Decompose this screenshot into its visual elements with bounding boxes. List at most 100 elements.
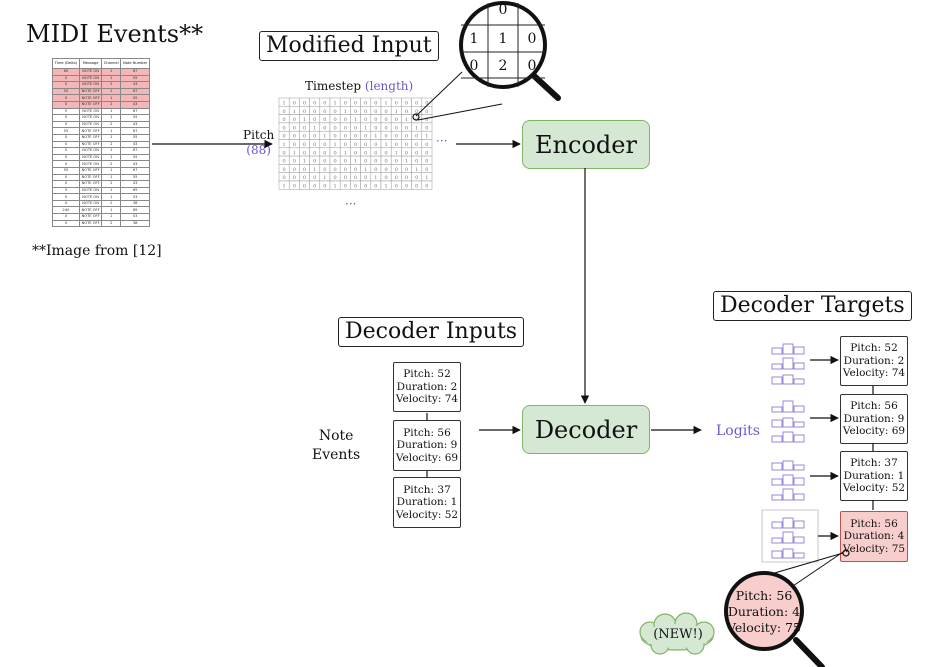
grid-cell-value: 0 xyxy=(283,134,286,140)
grid-cell-value: 1 xyxy=(334,101,337,107)
grid-cell-value: 1 xyxy=(354,159,357,165)
zoom-velocity: Velocity: 75 xyxy=(727,620,801,635)
midi-header-cell: Note Number xyxy=(120,58,150,69)
grid-cell-value: 0 xyxy=(385,175,388,181)
decoder-node: Decoder xyxy=(522,405,650,454)
note-pitch: Pitch: 52 xyxy=(403,368,451,381)
new-badge-label: (NEW!) xyxy=(653,627,703,642)
grid-cell-value: 1 xyxy=(334,142,337,148)
grid-cell-value: 0 xyxy=(303,109,306,115)
logit-bar xyxy=(793,362,805,370)
grid-cell-value: 0 xyxy=(395,101,398,107)
grid-cell-value: 1 xyxy=(385,101,388,107)
grid-cell-value: 1 xyxy=(405,117,408,123)
zoom-pitch: Pitch: 56 xyxy=(735,588,793,603)
grid-cell-value: 0 xyxy=(283,159,286,165)
grid-cell-value: 0 xyxy=(344,159,347,165)
note-pitch: Pitch: 37 xyxy=(403,483,451,496)
grid-cell-value: 0 xyxy=(354,109,357,115)
grid-cell-value: 0 xyxy=(405,109,408,115)
grid-cell-value: 0 xyxy=(374,167,377,173)
note-velocity: Velocity: 74 xyxy=(842,367,906,380)
grid-cell-value: 0 xyxy=(405,150,408,156)
grid-cell-value: 0 xyxy=(395,134,398,140)
grid-cell-value: 0 xyxy=(334,134,337,140)
logit-bar xyxy=(771,521,783,529)
grid-cell-value: 0 xyxy=(405,184,408,190)
grid-cell-value: 0 xyxy=(303,142,306,148)
grid-cell-value: 0 xyxy=(354,142,357,148)
grid-cell-value: 0 xyxy=(364,150,367,156)
grid-cell-value: 0 xyxy=(415,134,418,140)
logits-label: Logits xyxy=(716,423,760,439)
note-pitch: Pitch: 56 xyxy=(850,400,898,413)
logit-bar-groups xyxy=(761,343,819,563)
grid-cell-value: 0 xyxy=(364,134,367,140)
grid-cell-value: 0 xyxy=(374,150,377,156)
grid-cell-value: 0 xyxy=(395,175,398,181)
logit-bar xyxy=(771,435,783,443)
logit-bar xyxy=(782,417,794,428)
grid-cell-value: 1 xyxy=(303,159,306,165)
logit-bar xyxy=(771,550,783,559)
grid-cell-value: 0 xyxy=(374,109,377,115)
grid-cell-value: 0 xyxy=(334,150,337,156)
grid-cell-value: 1 xyxy=(425,175,428,181)
grid-cell-value: 1 xyxy=(364,125,367,131)
grid-cell-value: 0 xyxy=(385,125,388,131)
encoder-node: Encoder xyxy=(522,120,650,169)
decoder-inputs-title: Decoder Inputs xyxy=(338,317,525,347)
grid-cell-value: 0 xyxy=(415,159,418,165)
logit-bar xyxy=(782,374,794,385)
decoder-targets-title: Decoder Targets xyxy=(713,291,912,321)
grid-cell-value: 0 xyxy=(364,117,367,123)
note-velocity: Velocity: 52 xyxy=(842,482,906,495)
grid-cell-value: 0 xyxy=(313,150,316,156)
logit-bar xyxy=(771,419,783,428)
grid-cell-value: 0 xyxy=(344,117,347,123)
grid-cell-value: 1 xyxy=(293,150,296,156)
grid-cell-value: 0 xyxy=(303,184,306,190)
logit-bar xyxy=(782,517,794,529)
length-label: (length) xyxy=(364,79,414,93)
midi-cell: NOTE OFF xyxy=(78,219,103,228)
grid-cell-value: 0 xyxy=(313,134,316,140)
grid-cell-value: 0 xyxy=(415,109,418,115)
grid-cell-value: 0 xyxy=(374,159,377,165)
grid-cell-value: 0 xyxy=(385,150,388,156)
logit-bar xyxy=(793,477,805,486)
grid-cell-value: 0 xyxy=(323,159,326,165)
note-velocity: Velocity: 52 xyxy=(395,508,459,521)
grid-cell-value: 0 xyxy=(313,175,316,181)
magnifier-lens xyxy=(459,1,547,89)
grid-cell-value: 0 xyxy=(385,109,388,115)
grid-cell-value: 0 xyxy=(323,142,326,148)
grid-cell-value: 1 xyxy=(374,175,377,181)
zoom-duration: Duration: 4 xyxy=(727,604,801,619)
note-velocity: Velocity: 69 xyxy=(395,451,459,464)
logit-bar xyxy=(793,464,805,471)
grid-cell-value: 0 xyxy=(364,175,367,181)
grid-cell-value: 0 xyxy=(415,184,418,190)
grid-cell-value: 0 xyxy=(293,101,296,107)
grid-cell-value: 0 xyxy=(313,142,316,148)
grid-cell-value: 0 xyxy=(283,117,286,123)
grid-cell-value: 0 xyxy=(334,159,337,165)
grid-cell-value: 0 xyxy=(364,184,367,190)
note-pitch: Pitch: 37 xyxy=(850,457,898,470)
logit-bar xyxy=(782,343,794,355)
grid-cell-value: 0 xyxy=(303,150,306,156)
grid-cell-value: 0 xyxy=(354,184,357,190)
grid-cell-value: 1 xyxy=(354,117,357,123)
grid-cell-value: 0 xyxy=(323,109,326,115)
note-duration: Duration: 2 xyxy=(843,354,905,367)
logit-bar xyxy=(771,376,783,385)
grid-cell-value: 0 xyxy=(334,125,337,131)
